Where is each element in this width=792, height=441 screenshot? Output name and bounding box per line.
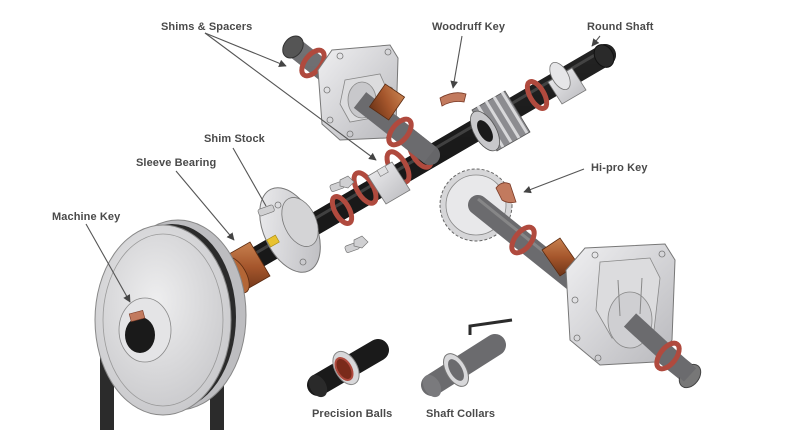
label-precision-balls: Precision Balls (312, 408, 393, 420)
machine-key-yellow (266, 234, 280, 248)
lower-end-spacer (654, 340, 682, 372)
precision-balls-shaft (307, 339, 389, 398)
hi-pro-key-part (495, 182, 517, 204)
spacer-ring (524, 79, 550, 111)
hex-key (468, 318, 513, 335)
flange-bearing (257, 175, 369, 273)
label-woodruff-key: Woodruff Key (432, 21, 506, 33)
leader-shim-stock (232, 147, 267, 207)
leader-sleeve-bearing (175, 170, 235, 241)
label-shim-stock: Shim Stock (204, 133, 265, 145)
leader-shims-1 (204, 32, 287, 67)
leader-shims-2 (204, 32, 377, 161)
lower-shaft-spacer (509, 224, 537, 256)
flange-spacer-ring (329, 194, 355, 226)
v-belt-pulley (94, 219, 247, 430)
label-hi-pro-key: Hi-pro Key (591, 162, 648, 174)
leader-lines (85, 32, 601, 303)
leader-woodruff (450, 35, 463, 89)
round-shaft-end-bushing (547, 62, 587, 105)
label-shims-spacers: Shims & Spacers (161, 21, 253, 33)
leader-round-shaft (591, 35, 601, 47)
upper-shaft-spacer-2 (386, 116, 414, 148)
label-round-shaft: Round Shaft (587, 21, 654, 33)
worm-gear (470, 90, 531, 152)
shaft-clamp-collar (367, 161, 411, 205)
label-shaft-collars: Shaft Collars (426, 408, 496, 420)
machine-key-part (128, 309, 146, 323)
upper-shaft-bronze-bearing (368, 83, 406, 121)
leader-machine-key (85, 223, 131, 303)
woodruff-key-part (439, 92, 467, 107)
shaft-collar-part (421, 318, 513, 398)
leader-hi-pro (523, 168, 585, 194)
label-sleeve-bearing: Sleeve Bearing (136, 157, 217, 169)
label-machine-key: Machine Key (52, 211, 121, 223)
